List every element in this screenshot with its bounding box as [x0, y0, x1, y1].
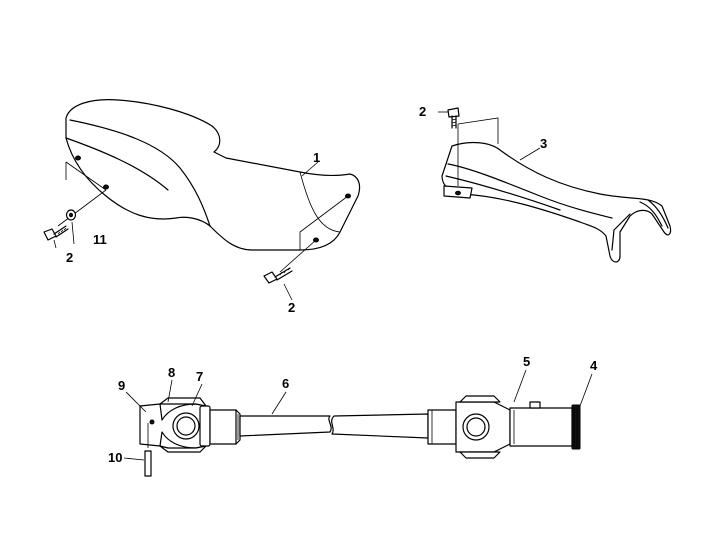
callout-1: 1	[313, 150, 320, 165]
callout-2-bottom: 2	[288, 300, 295, 315]
leader-lines	[53, 111, 593, 461]
screw-2-bottom	[263, 267, 293, 284]
callout-2-left: 2	[66, 250, 73, 265]
callout-5: 5	[523, 354, 530, 369]
callout-6: 6	[282, 376, 289, 391]
screw-2-top	[447, 107, 460, 129]
part-3-lower-cover	[441, 117, 672, 263]
callout-labels: 1 3 2 11 2 2 4 5 6 7 8 9 10	[66, 104, 598, 465]
screw-2-left	[43, 225, 69, 241]
callout-11: 11	[93, 232, 107, 247]
callout-3: 3	[540, 136, 547, 151]
part-1-upper-cover	[57, 99, 361, 273]
steering-shaft-assembly	[139, 395, 581, 477]
callout-8: 8	[168, 365, 175, 380]
callout-4: 4	[590, 358, 598, 373]
callout-10: 10	[108, 450, 122, 465]
callout-9: 9	[118, 378, 125, 393]
washer-11	[65, 209, 77, 221]
callout-2-top: 2	[419, 104, 426, 119]
callout-7: 7	[196, 369, 203, 384]
